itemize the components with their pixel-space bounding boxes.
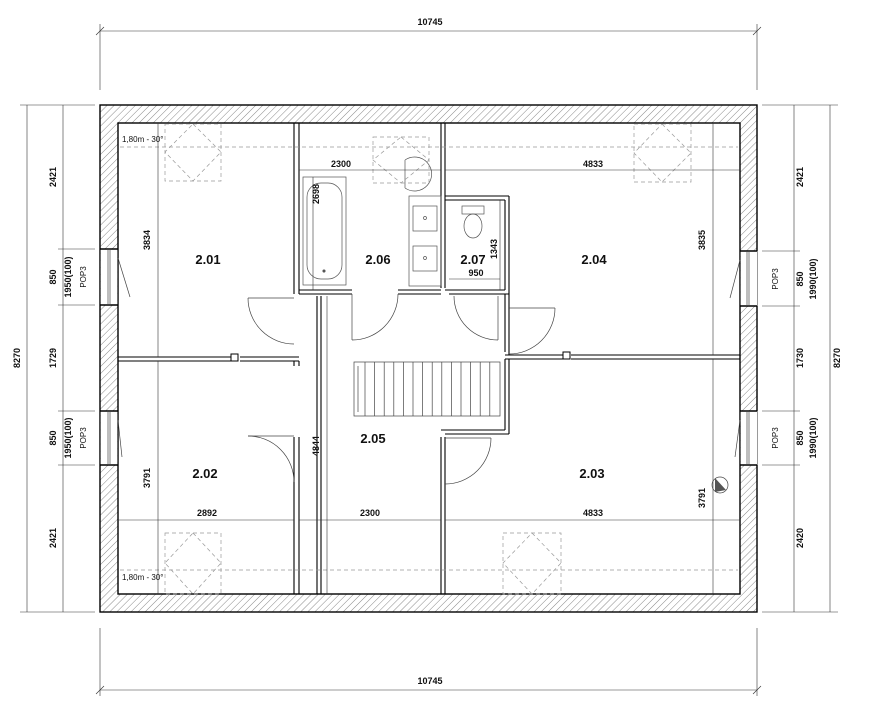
dim-950: 950 [468,268,483,278]
right-window-upper-dim: 850 [795,271,805,286]
right-middle-dim: 1730 [795,348,805,368]
window-tag-right-lower: POP3 [771,427,780,449]
dim-2892: 2892 [197,508,217,518]
skylights [120,123,738,595]
room-label-2-05: 2.05 [360,431,385,446]
left-window-upper-sub: 1950(100) [63,256,73,297]
room-label-2-07: 2.07 [460,252,485,267]
door-2-03 [444,437,492,485]
room-label-2-04: 2.04 [581,252,607,267]
dim-3791-left: 3791 [142,468,152,488]
column-right [562,351,571,360]
dim-3791-right: 3791 [697,488,707,508]
window-tag-right-upper: POP3 [771,268,780,290]
dim-1343: 1343 [489,239,499,259]
dim-4833-top: 4833 [583,159,603,169]
dimension-lines [20,24,838,696]
room-label-2-01: 2.01 [195,252,220,267]
interior-walls [118,123,740,594]
shaft-symbol [711,476,729,494]
column-left [230,353,239,362]
dim-3834: 3834 [142,230,152,250]
door-2-02 [247,435,295,483]
room-label-2-03: 2.03 [579,466,604,481]
door-2-07 [453,295,499,341]
window-left-upper [107,249,131,305]
overall-width-top: 10745 [417,17,442,27]
stair-treads [364,362,491,416]
dim-4833-bottom: 4833 [583,508,603,518]
left-window-upper-dim: 850 [48,269,58,284]
room-label-2-02: 2.02 [192,466,217,481]
bathtub [302,176,347,286]
dim-4844: 4844 [311,436,321,456]
window-tag-left-upper: POP3 [79,266,88,288]
dim-2300-bottom: 2300 [360,508,380,518]
room-label-2-06: 2.06 [365,252,390,267]
window-left-lower [107,411,123,465]
left-top-dim: 2421 [48,167,58,187]
right-bottom-dim: 2420 [795,528,805,548]
staircase [353,361,501,417]
slope-note-bottom: 1,80m - 30° [122,573,163,582]
slope-note-top: 1,80m - 30° [122,135,163,144]
door-2-01 [247,297,295,345]
right-window-lower-sub: 1990(100) [808,417,818,458]
door-2-06 [351,293,399,341]
overall-width-bottom: 10745 [417,676,442,686]
dim-3835: 3835 [697,230,707,250]
toilet [461,205,485,239]
right-total-dim: 8270 [832,348,842,368]
right-window-upper-sub: 1990(100) [808,258,818,299]
left-middle-dim: 1729 [48,348,58,368]
window-right-upper [729,251,750,306]
left-bottom-dim: 2421 [48,528,58,548]
dim-2300-top: 2300 [331,159,351,169]
right-window-lower-dim: 850 [795,430,805,445]
window-right-lower [734,411,750,465]
washbasins [404,156,442,287]
door-2-04 [508,307,556,355]
left-total-dim: 8270 [12,348,22,368]
window-tag-left-lower: POP3 [79,427,88,449]
dim-2698: 2698 [311,184,321,204]
left-window-lower-dim: 850 [48,430,58,445]
left-window-lower-sub: 1950(100) [63,417,73,458]
exterior-wall [99,104,758,613]
right-top-dim: 2421 [795,167,805,187]
